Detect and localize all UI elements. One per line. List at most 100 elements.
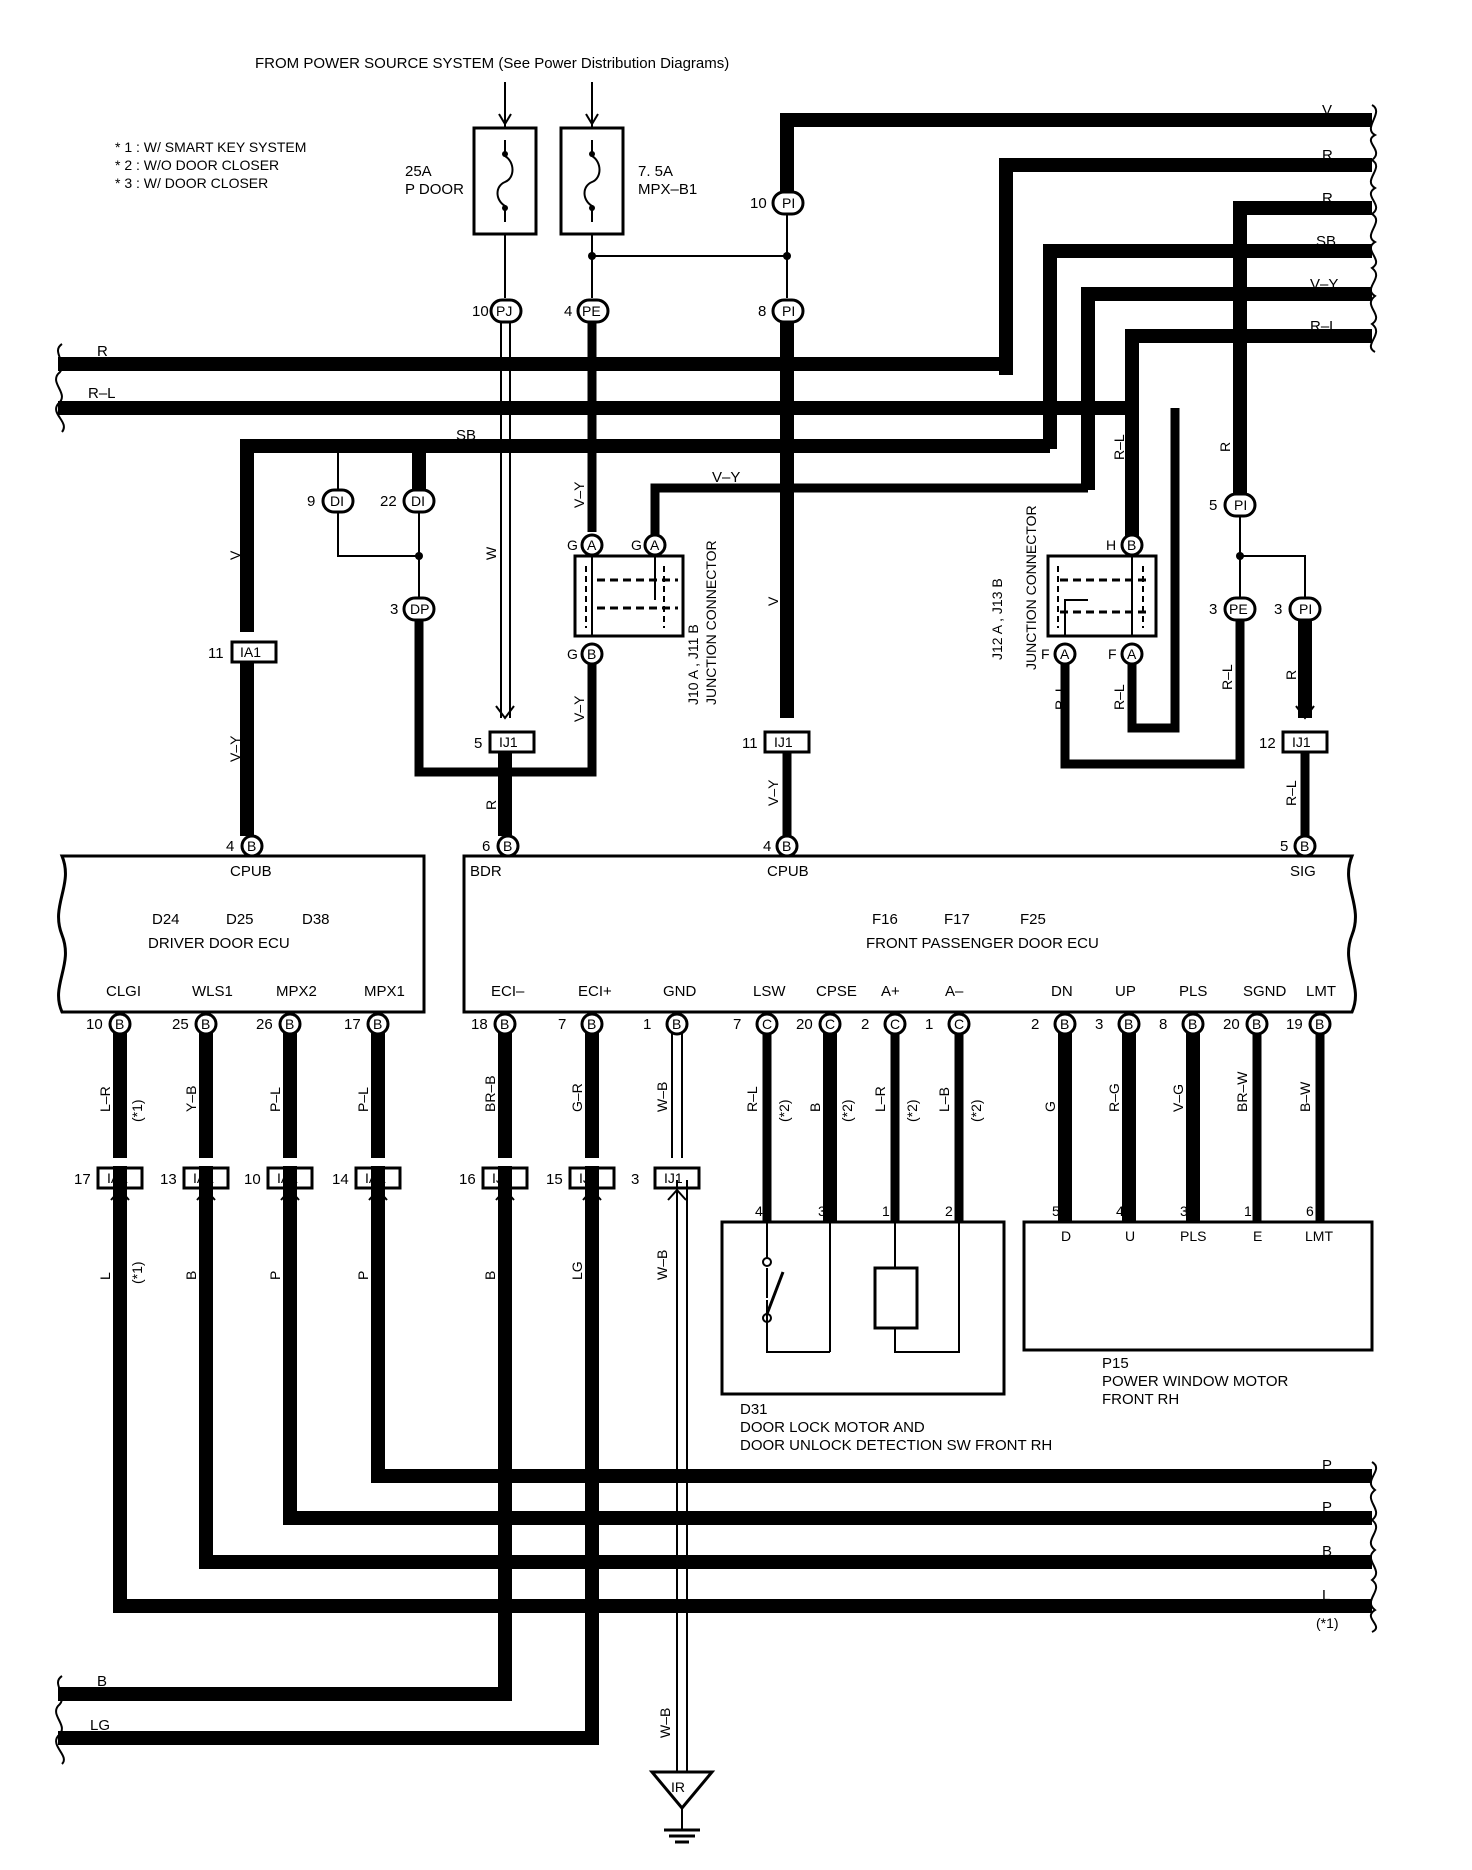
ecu-pin-label: CPUB — [767, 863, 809, 880]
connector-pin: 11 — [742, 735, 758, 752]
pin-number: 2 — [945, 1203, 953, 1219]
wire-color: B — [183, 1271, 199, 1280]
pin-marker — [1308, 1012, 1332, 1036]
wire-label: V — [1322, 102, 1332, 119]
note-3: * 3 : W/ DOOR CLOSER — [115, 175, 268, 191]
ecu-pin-a-: A–C1L–B(*2) — [925, 983, 984, 1222]
wire-color: LG — [569, 1261, 585, 1280]
connector-code: PE — [582, 303, 601, 319]
wire-label: R — [1283, 670, 1299, 680]
pin-number: 4 — [763, 838, 771, 855]
note-mark: (*1) — [129, 1099, 145, 1122]
passenger-door-ecu: BDR CPUB SIG F16 F17 F25 FRONT PASSENGER… — [462, 854, 1357, 1014]
ecu-code: D24 — [152, 911, 180, 928]
pin-label: U — [1125, 1228, 1135, 1244]
wire-sb — [412, 439, 1057, 496]
component-code: P15 — [1102, 1355, 1129, 1372]
connector-code: DI — [330, 493, 344, 509]
pin-number: 8 — [1159, 1016, 1167, 1033]
pin-label: F — [1108, 646, 1117, 662]
wire-color: L — [97, 1272, 113, 1280]
connector-pin: 5 — [1209, 497, 1217, 514]
wire-label: B — [1322, 1543, 1332, 1560]
page-title: FROM POWER SOURCE SYSTEM (See Power Dist… — [255, 55, 729, 72]
pin-label: G — [567, 646, 578, 662]
pin-label: ECI+ — [578, 983, 612, 1000]
pin-mark: B — [285, 1016, 294, 1032]
pin-label: PLS — [1180, 1228, 1206, 1244]
pin-mark: C — [954, 1016, 964, 1032]
pin-number: 6 — [482, 838, 490, 855]
connector-pin: 10 — [750, 195, 767, 212]
connector-code: PI — [1234, 497, 1247, 513]
pin-label: WLS1 — [192, 983, 233, 1000]
pin-label: D — [1061, 1228, 1071, 1244]
connector-di-22: DI 22 — [380, 488, 436, 514]
pin-mark: B — [201, 1016, 210, 1032]
wire-color: R–G — [1106, 1083, 1122, 1112]
pin-mark: B — [1124, 1016, 1133, 1032]
pin-label: MPX2 — [276, 983, 317, 1000]
connector-code: IJ1 — [774, 734, 793, 750]
note-mark: (*2) — [776, 1099, 792, 1122]
pin-number: 1 — [1244, 1203, 1252, 1219]
fuse-rating: 25A — [405, 163, 432, 180]
wire-label: LG — [90, 1717, 110, 1734]
pin-label: B — [587, 646, 596, 662]
pin-number: 2 — [861, 1016, 869, 1033]
note-1: * 1 : W/ SMART KEY SYSTEM — [115, 139, 306, 155]
pin-number: 3 — [1180, 1203, 1188, 1219]
pin-label: CPSE — [816, 983, 857, 1000]
wire-label: V — [765, 596, 781, 606]
ground-code: IR — [671, 1779, 685, 1795]
connector-code: PJ — [496, 303, 512, 319]
wire-label: B — [97, 1673, 107, 1690]
ecu-code: D38 — [302, 911, 330, 928]
connector-pin: 10 — [472, 303, 489, 320]
wire-v-left — [240, 439, 419, 632]
wire-rl-pe — [1060, 620, 1245, 769]
wire-label: R–L — [88, 385, 116, 402]
connector-pi-8: PI 8 — [758, 298, 805, 324]
pin-label: PLS — [1179, 983, 1207, 1000]
pin-mark: B — [1315, 1016, 1324, 1032]
component-name: DOOR LOCK MOTOR AND — [740, 1419, 925, 1436]
pin-marker — [1181, 1012, 1205, 1036]
pin-label: A — [650, 537, 660, 553]
pin-marker — [194, 1012, 218, 1036]
wire-label: V–Y — [571, 481, 587, 508]
pin-marker — [1053, 1012, 1077, 1036]
connector-pin: 22 — [380, 493, 397, 510]
pin-marker — [818, 1012, 842, 1036]
pin-label: A — [1127, 646, 1137, 662]
connector-pin: 17 — [74, 1171, 91, 1188]
wire-w: W — [483, 322, 515, 720]
ecu-bottom-pins: CLGIB10L–R(*1)WLS1B25Y–BMPX2B26P–LMPX1B1… — [86, 983, 1336, 1222]
connector-pin: 4 — [564, 303, 572, 320]
connector-pe-3: PE 3 — [1209, 596, 1257, 622]
connector-ia1-11: IA1 11 — [208, 640, 278, 664]
connector-dp-3: DP 3 — [390, 596, 436, 622]
connector-code: DI — [411, 493, 425, 509]
wire-label: P — [1322, 1499, 1332, 1516]
component-name: FRONT RH — [1102, 1391, 1179, 1408]
wire-color: L–B — [936, 1087, 952, 1112]
wire-color: BR–W — [1234, 1071, 1250, 1112]
wire-v-y — [650, 483, 1093, 548]
ecu-pin-eci-: ECI+B7G–R — [558, 983, 612, 1158]
ecu-pin-label: CPUB — [230, 863, 272, 880]
connector-ij1-11: IJ1 11 — [742, 730, 811, 754]
fuse-name: P DOOR — [405, 181, 464, 198]
ecu-pin-label: SIG — [1290, 863, 1316, 880]
pin-number: 4 — [1116, 1203, 1124, 1219]
connector-pin: 3 — [1274, 601, 1282, 618]
row-connectors: IA117L(*1)IA113BIA110PIA114PIJ116BIJ115L… — [74, 1166, 701, 1284]
pin-number: 19 — [1286, 1016, 1303, 1033]
pin-label: MPX1 — [364, 983, 405, 1000]
junction-name: JUNCTION CONNECTOR — [703, 540, 719, 705]
